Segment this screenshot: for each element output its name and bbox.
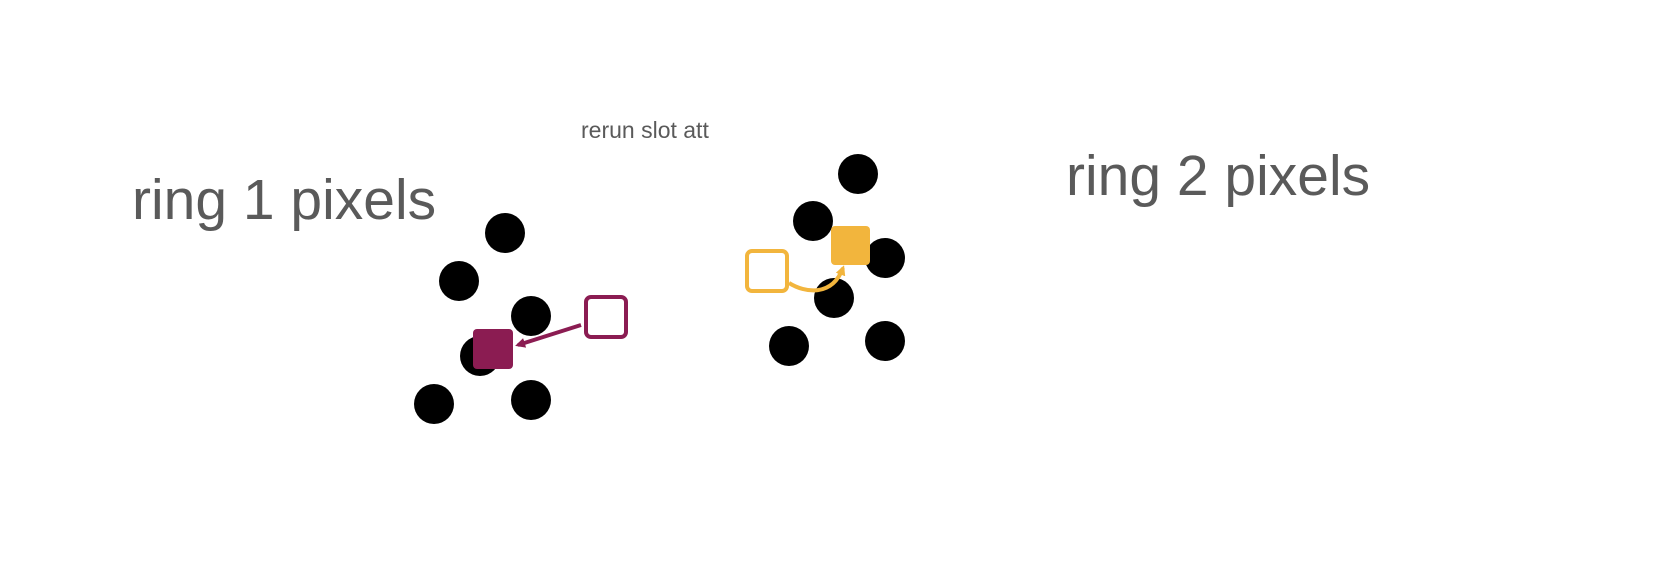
ring2-arrow bbox=[787, 265, 846, 293]
ring2-dot-cluster bbox=[769, 154, 905, 366]
ring2-dot bbox=[838, 154, 878, 194]
ring2-filled-square bbox=[831, 226, 870, 265]
ring2-label: ring 2 pixels bbox=[1066, 144, 1371, 208]
ring1-filled-square bbox=[473, 329, 513, 369]
ring1-dot bbox=[511, 296, 551, 336]
ring1-slot-markers bbox=[473, 295, 628, 369]
ring1-dot-cluster bbox=[414, 213, 551, 424]
ring2-dot bbox=[865, 321, 905, 361]
ring2-dot bbox=[793, 201, 833, 241]
caption-label: rerun slot att bbox=[581, 117, 709, 143]
ring1-hollow-square bbox=[584, 295, 628, 339]
ring1-arrow bbox=[515, 323, 582, 348]
ring1-dot bbox=[414, 384, 454, 424]
ring1-dot bbox=[485, 213, 525, 253]
ring1-label: ring 1 pixels bbox=[132, 168, 437, 232]
ring2-dot bbox=[769, 326, 809, 366]
ring1-dot bbox=[439, 261, 479, 301]
ring2-slot-markers bbox=[745, 226, 870, 293]
ring2-hollow-square bbox=[745, 249, 789, 293]
ring1-dot bbox=[511, 380, 551, 420]
ring2-dot bbox=[865, 238, 905, 278]
